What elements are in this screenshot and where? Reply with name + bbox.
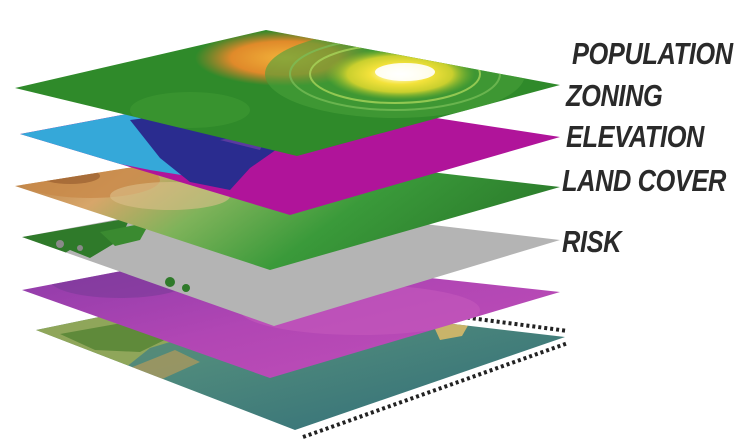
label-risk: RISK xyxy=(562,224,622,259)
label-elevation: ELEVATION xyxy=(566,119,705,154)
label-zoning: ZONING xyxy=(566,78,663,113)
label-land-cover: LAND COVER xyxy=(562,163,726,198)
label-population: POPULATION xyxy=(572,36,733,71)
